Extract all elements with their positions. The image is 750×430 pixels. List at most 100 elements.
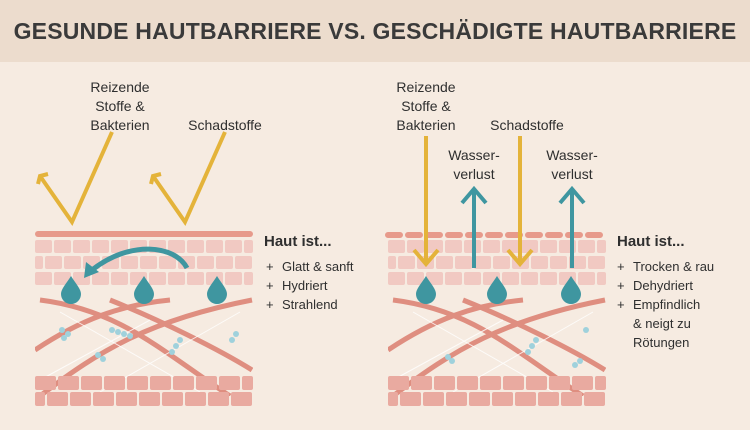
basal-cell [595, 376, 606, 390]
basal-layer [388, 376, 606, 406]
skin-cell [426, 272, 443, 285]
skin-cell [206, 240, 223, 253]
skin-cell [436, 256, 453, 269]
basal-cell [423, 392, 444, 406]
water-loss-arrows [460, 185, 586, 268]
basal-cell [104, 376, 125, 390]
list-item: Dehydriert [617, 276, 714, 295]
skin-cell [445, 272, 462, 285]
basal-cell [480, 376, 501, 390]
basal-cell [457, 376, 478, 390]
basal-cell [116, 392, 137, 406]
water-loss-label: Wasser- verlust [532, 146, 612, 184]
basal-layer [35, 376, 253, 406]
skin-cell [398, 256, 415, 269]
skin-cell [578, 240, 595, 253]
basal-cell [388, 376, 409, 390]
moisture-circulation-arrowhead [84, 262, 99, 278]
skin-cell [54, 272, 71, 285]
skin-cell [597, 240, 606, 253]
basal-cell [515, 392, 536, 406]
skin-cell [426, 240, 443, 253]
irritants-label-line: Reizende [396, 79, 456, 95]
skin-cell [64, 256, 81, 269]
basal-cell [572, 376, 593, 390]
basal-cell [446, 392, 467, 406]
healthy-heading: Haut ist... [264, 233, 332, 250]
water-droplets [416, 276, 581, 304]
skin-cell [578, 272, 595, 285]
list-item: Trocken & rau [617, 257, 714, 276]
basal-cell [388, 392, 398, 406]
skin-cell [540, 240, 557, 253]
pollutants-label: Schadstoffe [188, 117, 262, 133]
basal-cell [173, 376, 194, 390]
basal-cell [526, 376, 547, 390]
irritants-label-line: Stoffe & [95, 98, 145, 114]
skin-cell [140, 256, 157, 269]
list-item: Empfindlich [617, 295, 714, 314]
basal-cell [411, 376, 432, 390]
skin-cell [445, 240, 462, 253]
skin-cell [502, 240, 519, 253]
intact-barrier-line [35, 231, 253, 237]
basal-cell [549, 376, 570, 390]
skin-cell [597, 272, 606, 285]
damaged-traits-list: Trocken & rau Dehydriert Empfindlich & n… [617, 257, 714, 352]
title-bar: GESUNDE HAUTBARRIERE VS. GESCHÄDIGTE HAU… [0, 0, 750, 62]
irritants-label-line: Reizende [90, 79, 150, 95]
skin-cell [187, 240, 204, 253]
skin-cell [168, 272, 185, 285]
basal-cell [584, 392, 605, 406]
healthy-skin-panel [35, 131, 253, 406]
basal-cell [139, 392, 160, 406]
skin-cell [92, 240, 109, 253]
skin-cell [197, 256, 214, 269]
skin-cell-rows [388, 240, 606, 285]
skin-cell [54, 240, 71, 253]
skin-cell [73, 240, 90, 253]
skin-cell [35, 240, 52, 253]
skin-cell [474, 256, 491, 269]
list-item: Rötungen [633, 335, 690, 350]
irritants-label-line: Stoffe & [401, 98, 451, 114]
skin-cell [531, 256, 548, 269]
water-loss-label: Wasser- verlust [434, 146, 514, 184]
water-loss-label-line: Wasser- [448, 147, 500, 163]
basal-cell [242, 376, 253, 390]
skin-cell [464, 272, 481, 285]
list-item: & neigt zu [633, 316, 691, 331]
skin-cell [244, 272, 253, 285]
skin-cell [388, 272, 405, 285]
basal-cell [185, 392, 206, 406]
skin-cell [388, 240, 405, 253]
skin-cell [388, 256, 396, 269]
basal-cell [81, 376, 102, 390]
water-loss-label-line: verlust [551, 166, 593, 182]
basal-cell [538, 392, 559, 406]
deflected-arrows [36, 131, 227, 227]
basal-cell [47, 392, 68, 406]
skin-cell [111, 272, 128, 285]
skin-cell [35, 256, 43, 269]
skin-cell [149, 272, 166, 285]
lipid-dots [59, 327, 239, 362]
damaged-skin-panel [385, 136, 609, 406]
water-loss-label-line: Wasser- [546, 147, 598, 163]
moisture-circulation-arrow [90, 246, 190, 272]
irritants-label-line: Bakterien [396, 117, 456, 133]
skin-cell [159, 256, 176, 269]
list-item: Glatt & sanft [266, 257, 354, 276]
irritants-label: Reizende Stoffe & Bakterien [376, 78, 476, 135]
basal-cell [208, 392, 229, 406]
skin-cell [121, 256, 138, 269]
skin-cell [521, 272, 538, 285]
skin-cell [483, 240, 500, 253]
skin-cell [502, 272, 519, 285]
page-title: GESUNDE HAUTBARRIERE VS. GESCHÄDIGTE HAU… [13, 18, 737, 44]
skin-cell [111, 240, 128, 253]
basal-cell [561, 392, 582, 406]
basal-cell [70, 392, 91, 406]
skin-cell [235, 256, 252, 269]
